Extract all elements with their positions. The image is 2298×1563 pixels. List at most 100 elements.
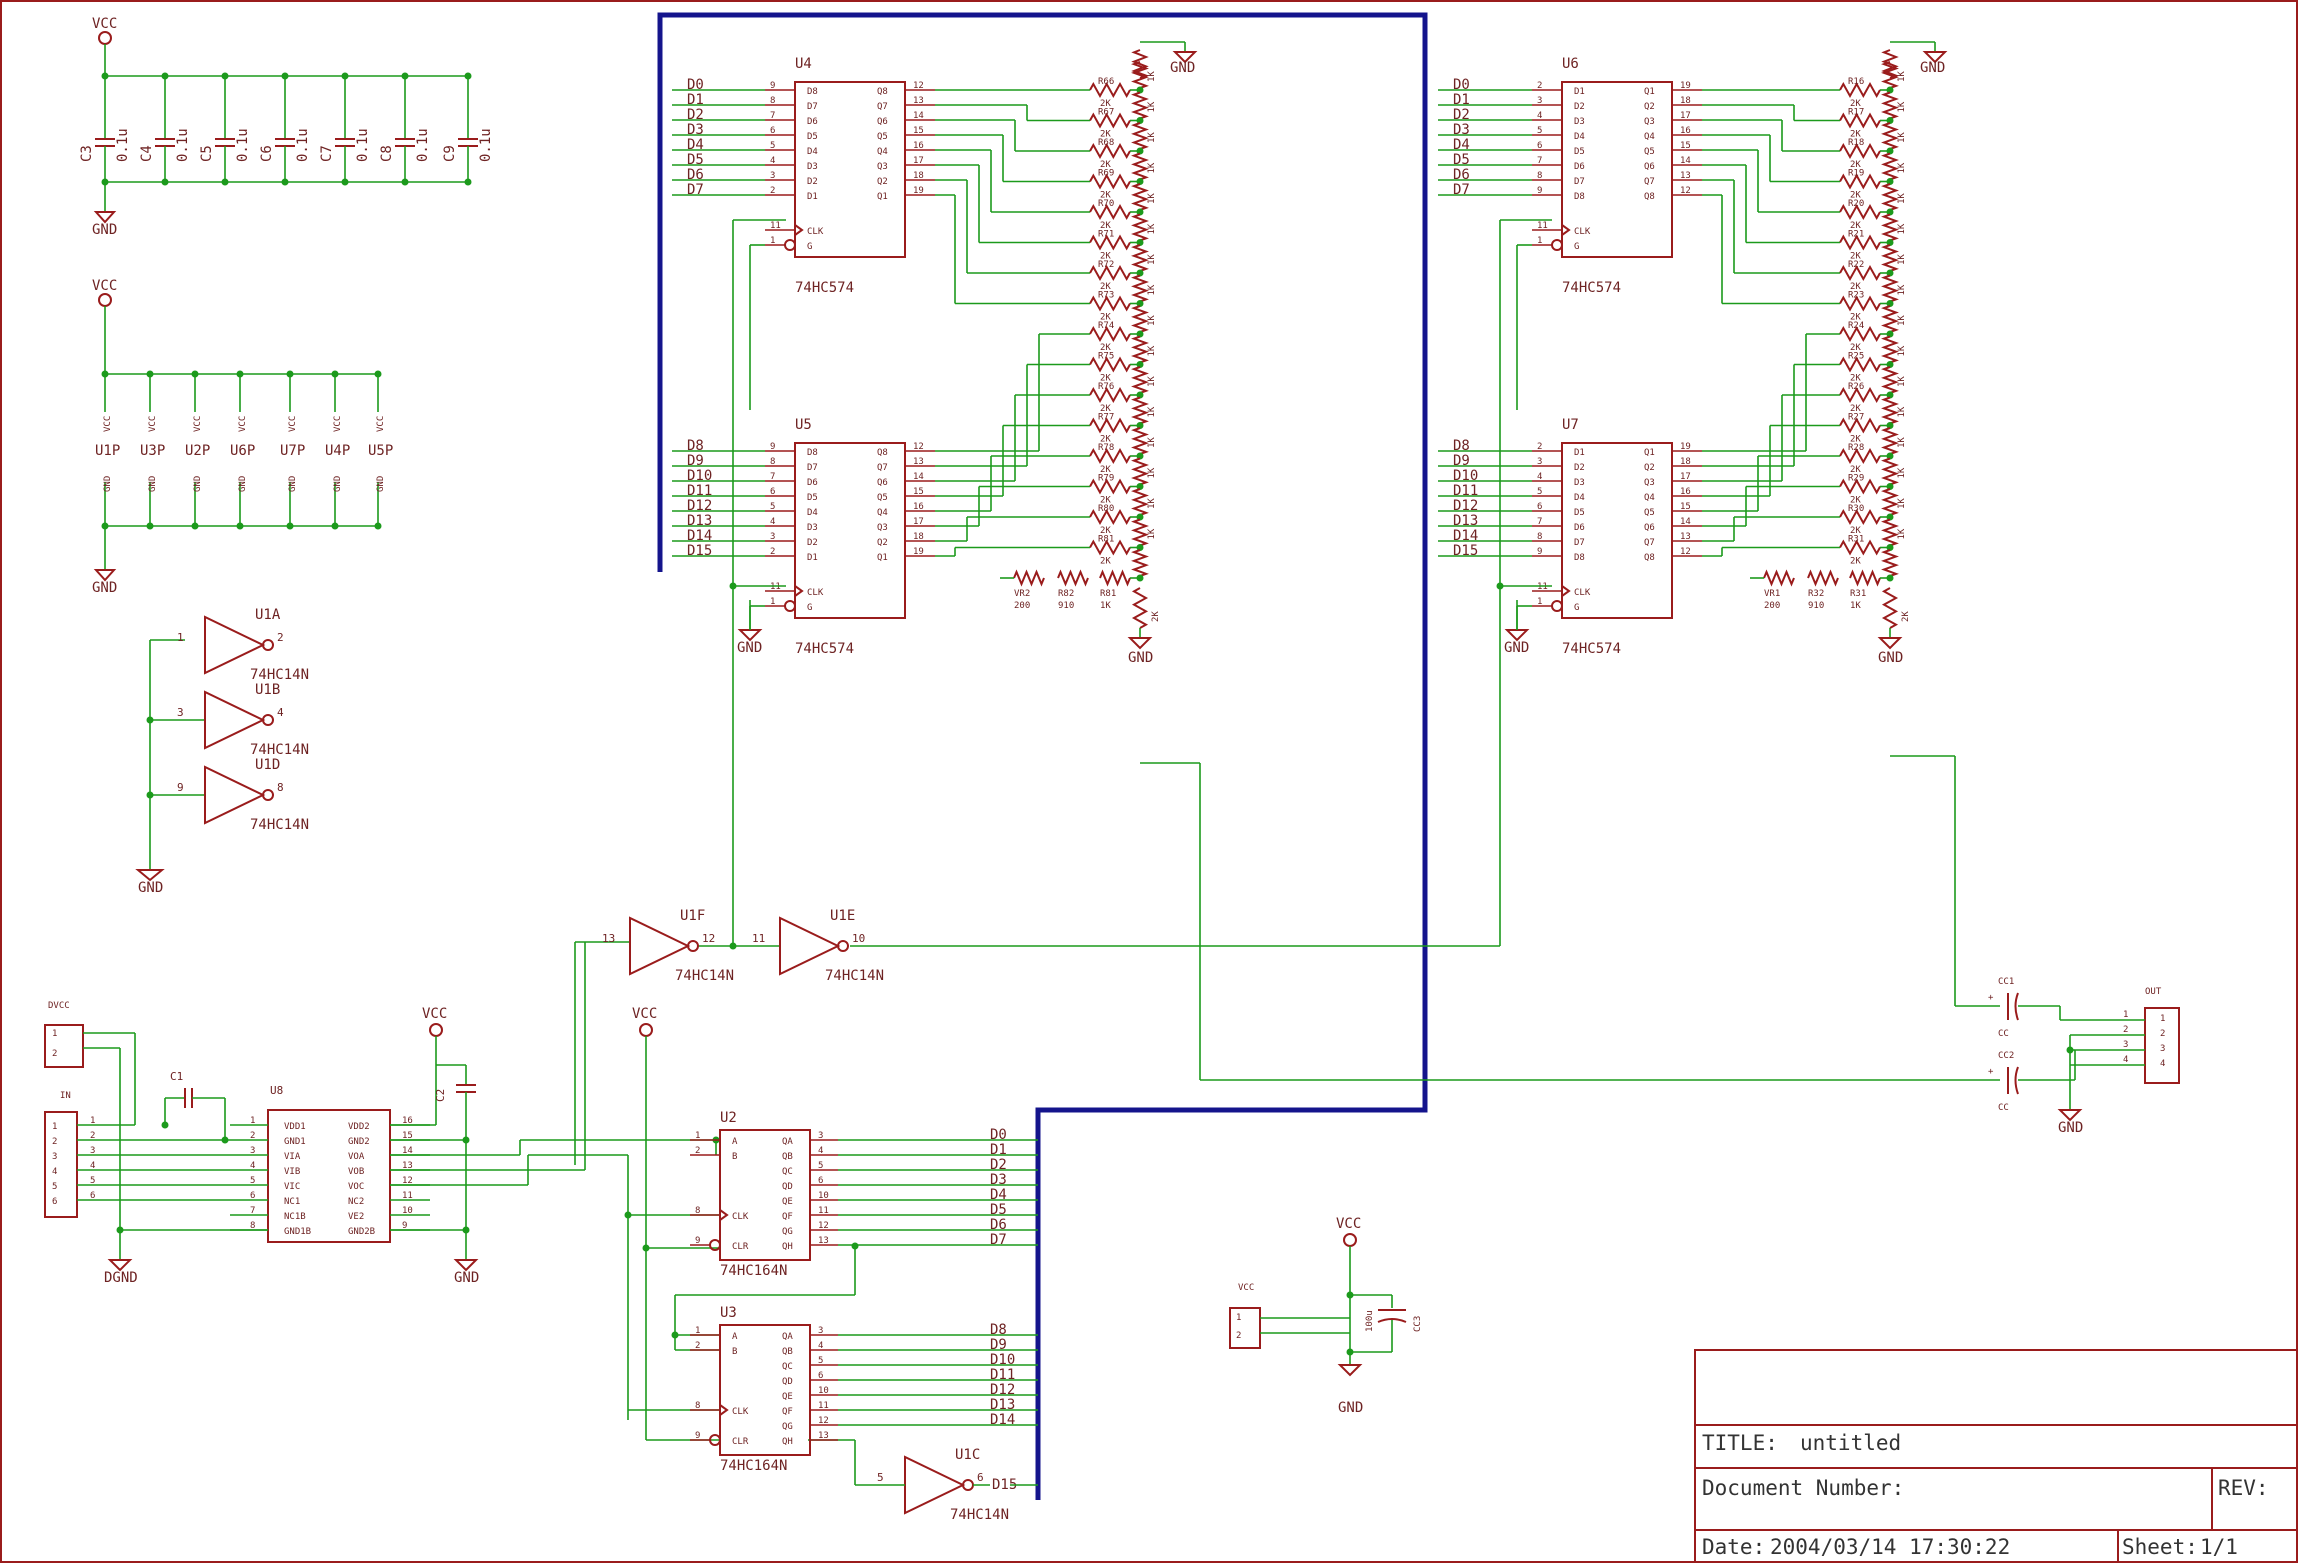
pin-name: Q3 <box>877 162 888 172</box>
shunt-ref: R76 <box>1098 382 1114 392</box>
resistor <box>1839 234 1881 251</box>
pin-num: 3 <box>1537 457 1542 467</box>
trim-r: R32 <box>1808 589 1824 599</box>
shunt-value: 2K <box>1100 557 1111 567</box>
gnd-label-ladder: GND <box>1170 60 1195 76</box>
inverter-part: 74HC14N <box>250 742 309 758</box>
pin-name: D3 <box>807 523 818 533</box>
pin-name: D2 <box>1574 463 1585 473</box>
pin-num: 17 <box>913 156 924 166</box>
resistor <box>1131 274 1149 303</box>
net-label: D7 <box>687 182 704 198</box>
latch-part: 74HC574 <box>795 280 854 296</box>
pin-num: 1 <box>52 1122 57 1132</box>
pin-num: 11 <box>402 1191 413 1201</box>
series-value: 1K <box>1147 437 1157 448</box>
resistor <box>1881 91 1899 120</box>
latch-part: 74HC574 <box>1562 641 1621 657</box>
pin-num: 18 <box>1680 96 1691 106</box>
pin-name: D7 <box>807 102 818 112</box>
pin-gnd: GND <box>238 476 248 492</box>
pin-num: 6 <box>977 1471 984 1484</box>
pin-name: D7 <box>1574 177 1585 187</box>
net-label: D0 <box>990 1127 1007 1143</box>
shunt-ref: R66 <box>1098 77 1114 87</box>
resistor-ladders: GNDR662K1KR672K1KR682K1KR692K1KR702K1KR7… <box>935 41 1955 764</box>
series-value: 1K <box>1897 71 1907 82</box>
pin-num: 2 <box>695 1341 700 1351</box>
pin-num: 2 <box>52 1137 57 1147</box>
clock-chain <box>574 219 1552 1165</box>
vcc-label-u8: VCC <box>422 1006 447 1022</box>
pin-gnd: GND <box>103 476 113 492</box>
net-label: D12 <box>990 1382 1015 1398</box>
net-label: D1 <box>1453 92 1470 108</box>
pin-name: VE2 <box>348 1212 364 1222</box>
pin-name: GND2B <box>348 1227 375 1237</box>
dvcc-conn-label: DVCC <box>48 1001 70 1011</box>
pin-name: D1 <box>807 192 818 202</box>
pin-num: 17 <box>1680 111 1691 121</box>
pin-num: 4 <box>1537 472 1542 482</box>
power-part-ref: U5P <box>368 443 393 459</box>
shunt-value: 2K <box>1100 496 1111 506</box>
resistor <box>1057 569 1089 587</box>
resistor <box>1131 61 1149 89</box>
pin-name: Q4 <box>877 508 888 518</box>
pin-name: QF <box>782 1212 793 1222</box>
pin-name: B <box>732 1347 737 1357</box>
pin-num: 4 <box>52 1167 57 1177</box>
pin-num: 9 <box>770 81 775 91</box>
net-label: D3 <box>1453 122 1470 138</box>
pin-name: G <box>1574 603 1579 613</box>
pin-num: 4 <box>277 706 284 719</box>
inverter-ref: U1E <box>830 908 855 924</box>
pin-num: 8 <box>1537 532 1542 542</box>
pin-num: 14 <box>913 111 924 121</box>
svg-text:+: + <box>1988 993 1994 1003</box>
shunt-value: 2K <box>1100 313 1111 323</box>
pin-num: 1 <box>695 1326 700 1336</box>
shunt-value: 2K <box>1100 99 1111 109</box>
resistor <box>1839 417 1881 434</box>
pin-num: 11 <box>1537 582 1548 592</box>
pin-name: D1 <box>807 553 818 563</box>
pin-num: 12 <box>818 1416 829 1426</box>
pin-name: QE <box>782 1392 793 1402</box>
cc2-value: CC <box>1998 1103 2009 1113</box>
net-label: D7 <box>1453 182 1470 198</box>
pin-num: 6 <box>1537 502 1542 512</box>
shunt-ref: R16 <box>1848 77 1864 87</box>
pin-name: Q5 <box>877 493 888 503</box>
pin-num: 3 <box>90 1146 95 1156</box>
resistor <box>1131 91 1149 120</box>
cap-value: 0.1u <box>235 128 251 162</box>
svg-text:2: 2 <box>2160 1029 2165 1039</box>
shunt-value: 2K <box>1100 374 1111 384</box>
svg-text:3: 3 <box>2123 1040 2128 1050</box>
pin-name: Q6 <box>1644 162 1655 172</box>
pin-num: 4 <box>770 517 775 527</box>
pin-num: 11 <box>1537 221 1548 231</box>
resistor <box>1089 447 1131 465</box>
title-label: TITLE: <box>1702 1431 1778 1455</box>
resistor <box>1881 549 1899 577</box>
svg-text:1: 1 <box>2160 1014 2165 1024</box>
series-value: 1K <box>1897 528 1907 539</box>
pin-num: 13 <box>913 457 924 467</box>
pin-num: 7 <box>770 472 775 482</box>
gnd-label-ladder-bottom: GND <box>1128 650 1153 666</box>
trim-r-value: 910 <box>1058 601 1074 611</box>
shunt-ref: R73 <box>1098 291 1114 301</box>
net-label: D7 <box>990 1232 1007 1248</box>
power-part-ref: U7P <box>280 443 305 459</box>
pin-num: 9 <box>695 1431 700 1441</box>
resistor <box>1131 335 1149 364</box>
